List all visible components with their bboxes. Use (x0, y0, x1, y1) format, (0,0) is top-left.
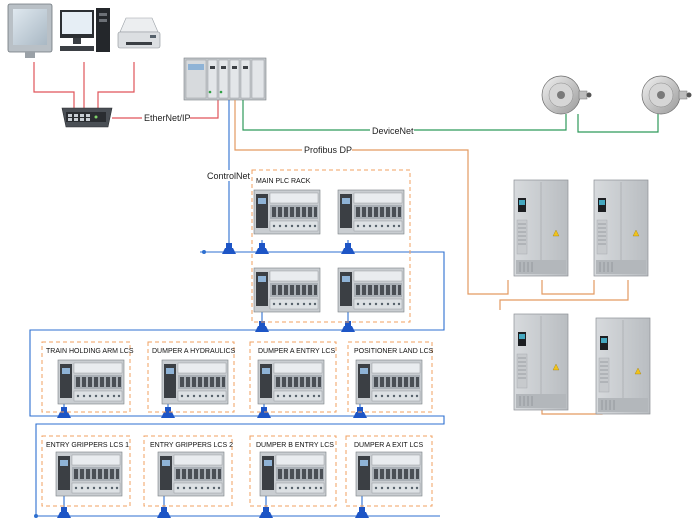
io-module-icon (57, 359, 125, 405)
io-module-icon (337, 189, 405, 235)
station-label: TRAIN HOLDING ARM LCS (46, 348, 134, 355)
station-box (249, 341, 337, 413)
io-module-icon (253, 267, 321, 313)
desktop-computer-icon (60, 8, 110, 52)
devicenet-label: DeviceNet (372, 126, 414, 136)
io-module-icon (55, 451, 123, 497)
station-label: DUMPER A ENTRY LCS (258, 348, 335, 355)
touch-panel-icon (7, 3, 53, 58)
plc-rack-icon (183, 57, 267, 101)
io-module-icon (337, 267, 405, 313)
printer-icon (117, 17, 161, 49)
io-module-icon (161, 359, 229, 405)
station-box (249, 435, 337, 507)
station-label: DUMPER A EXIT LCS (354, 442, 423, 449)
station-label: ENTRY GRIPPERS LCS 1 (46, 442, 129, 449)
drive-cabinet-icon (595, 317, 651, 415)
io-module-icon (259, 451, 327, 497)
station-box (143, 435, 233, 507)
controlnet-label: ControlNet (207, 171, 251, 181)
station-label: DUMPER B ENTRY LCS (256, 442, 334, 449)
drive-cabinet-icon (513, 179, 569, 277)
io-module-icon (257, 359, 325, 405)
ethernet-switch-icon (61, 107, 113, 128)
station-box (41, 435, 131, 507)
io-module-icon (253, 189, 321, 235)
devicenet-lines (242, 100, 659, 133)
station-box (345, 435, 433, 507)
io-module-icon (355, 451, 423, 497)
station-label: POSITIONER LAND LCS (354, 348, 434, 355)
drive-cabinet-icon (513, 313, 569, 411)
station-box (41, 341, 131, 413)
station-box (347, 341, 433, 413)
drive-cabinet-icon (593, 179, 649, 277)
encoder-icon (541, 75, 592, 115)
ethernet-label: EtherNet/IP (144, 113, 191, 123)
profibus-lines (234, 100, 629, 415)
io-module-icon (355, 359, 423, 405)
station-label: ENTRY GRIPPERS LCS 2 (150, 442, 233, 449)
station-box (147, 341, 235, 413)
station-label: DUMPER A HYDRAULICS (152, 348, 236, 355)
io-module-icon (157, 451, 225, 497)
profibus-label: Profibus DP (304, 145, 352, 155)
main-plc-rack-label: MAIN PLC RACK (256, 178, 311, 185)
encoder-icon (641, 75, 692, 115)
main-plc-rack-box (251, 169, 411, 323)
